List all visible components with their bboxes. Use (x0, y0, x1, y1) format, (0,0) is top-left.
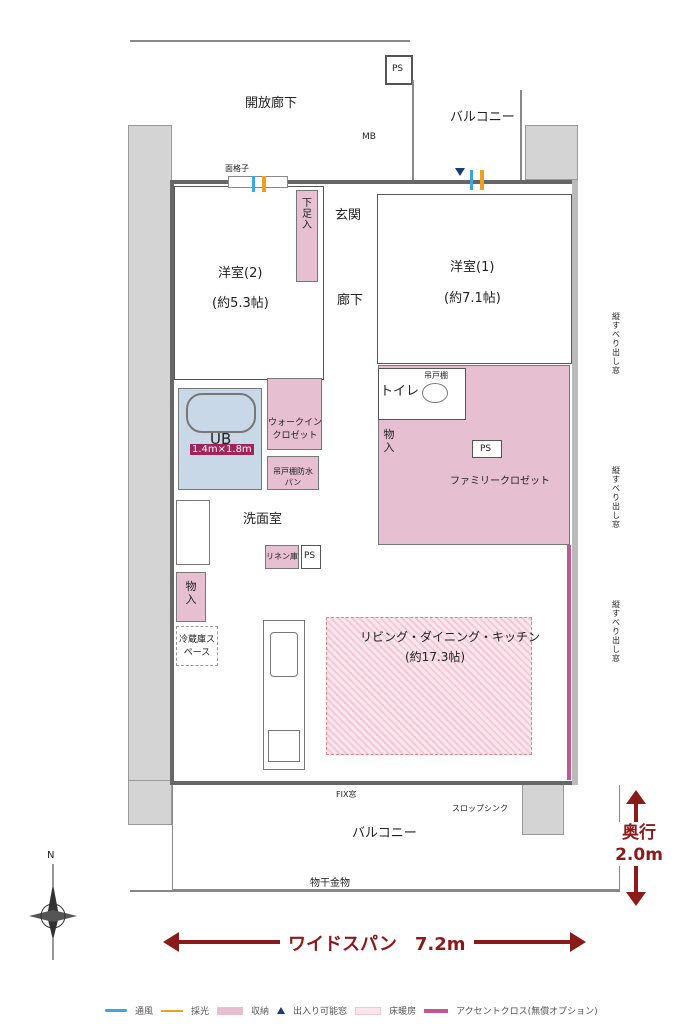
exit-window-legend-icon (277, 1007, 286, 1014)
corridor-label: 開放廊下 (245, 96, 298, 111)
ub-label: UB (210, 430, 232, 448)
depth-value: 2.0m (615, 845, 663, 865)
vertical-window-label-1: 縦すべり出し窓 (612, 312, 620, 375)
slop-sink-label: スロップシンク (452, 804, 508, 813)
arrow-right-icon (570, 932, 586, 952)
linen-label: リネン庫 (266, 552, 298, 561)
column-bottom-right (522, 780, 564, 835)
ventilation-icon (252, 176, 255, 192)
arrow-left-icon (163, 932, 179, 952)
entrance-label: 玄関 (335, 208, 362, 223)
column-bottom-left (128, 780, 172, 825)
accent-cross (567, 545, 571, 780)
fridge-label: 冷蔵庫スペース (178, 635, 215, 658)
room2-label: 洋室(2) (218, 266, 263, 281)
lattice-label: 面格子 (225, 164, 249, 173)
daylight-legend-icon (161, 1009, 184, 1012)
room-western-1 (377, 194, 572, 364)
ldk-label: リビング・ダイニング・キッチン (360, 630, 541, 644)
wall-line (412, 80, 414, 180)
legend-label: 採光 (191, 1007, 210, 1017)
fix-window-label: FIX窓 (336, 790, 357, 799)
hallway-label: 廊下 (337, 293, 364, 308)
room1-size: (約7.1帖) (444, 291, 501, 306)
walk-in-closet (267, 378, 322, 450)
depth-label: 奥行 (622, 823, 656, 843)
north-label: N (47, 850, 55, 861)
family-closet-label: ファミリークロゼット (450, 476, 550, 487)
wall-right (572, 180, 578, 785)
room1-label: 洋室(1) (450, 260, 495, 275)
washbasin (176, 500, 210, 565)
wall-line (520, 90, 522, 180)
ps-fc-label: PS (480, 444, 492, 454)
legend-label: 床暖房 (389, 1007, 417, 1017)
sink-icon (270, 632, 298, 677)
hanging-pan-label: 吊戸棚防水パン (273, 467, 313, 487)
storage2-label: 物入 (185, 580, 197, 606)
stove-icon (268, 730, 300, 762)
room2-size: (約5.3帖) (212, 296, 269, 311)
storage-legend-icon (217, 1006, 244, 1015)
ub-size-badge: 1.4m×1.8m (190, 444, 254, 455)
floor-heating-legend-icon (355, 1006, 382, 1015)
ps-box-top (385, 55, 413, 85)
vertical-window-label-2: 縦すべり出し窓 (612, 466, 620, 529)
mb-label: MB (362, 132, 376, 142)
ldk-size: (約17.3帖) (405, 650, 466, 664)
bathtub (186, 393, 256, 433)
railing-bottom (130, 890, 620, 892)
depth-text: 奥行 2.0m (614, 822, 664, 866)
arrow-down-icon (626, 892, 646, 906)
ps-top-label: PS (392, 64, 404, 74)
legend-label: 出入り可能窓 (293, 1007, 348, 1017)
exit-window-icon (455, 168, 465, 176)
linen-closet (265, 545, 299, 569)
legend: 通風 採光 収納 出入り可能窓 床暖房 アクセントクロス(無償オプション) (105, 1004, 598, 1017)
floor-heating-area (326, 617, 532, 755)
ventilation-legend-icon (105, 1009, 127, 1012)
kitchen-counter (263, 620, 305, 770)
daylight-icon (262, 176, 266, 192)
toilet-icon (422, 383, 448, 403)
window-room2 (228, 176, 288, 188)
ps-fc (472, 440, 502, 458)
washroom-label: 洗面室 (243, 512, 283, 527)
column-top-right (525, 125, 578, 180)
storage-label: 物入 (383, 428, 395, 454)
hanging-cab-label: 吊戸棚 (424, 371, 448, 380)
accent-cross-legend-icon (424, 1008, 449, 1013)
balcony-top-label: バルコニー (450, 110, 515, 125)
span-label: ワイドスパン 7.2m (280, 930, 474, 956)
wic-label: ウォークインクロゼット (268, 418, 323, 441)
storage-2 (176, 572, 206, 622)
arrow-up-icon (626, 790, 646, 804)
daylight-icon (480, 170, 484, 190)
legend-label: 通風 (135, 1007, 154, 1017)
fridge-space (176, 626, 218, 666)
ps-wash-label: PS (304, 551, 316, 561)
shoe-label: 下足入 (302, 198, 312, 231)
hanging-cabinet-pan (267, 456, 319, 490)
compass-icon: N (25, 850, 81, 960)
ps-wash (301, 545, 321, 569)
ventilation-icon (470, 170, 473, 190)
legend-label: 収納 (251, 1007, 270, 1017)
vertical-window-label-3: 縦すべり出し窓 (612, 600, 620, 663)
column-left (128, 125, 172, 785)
shoe-cabinet (296, 190, 318, 282)
balcony-bottom-label: バルコニー (352, 826, 417, 841)
drying-label: 物干金物 (310, 878, 350, 889)
toilet-label: トイレ (380, 384, 420, 399)
legend-label: アクセントクロス(無償オプション) (456, 1007, 598, 1017)
railing-top (130, 40, 410, 42)
